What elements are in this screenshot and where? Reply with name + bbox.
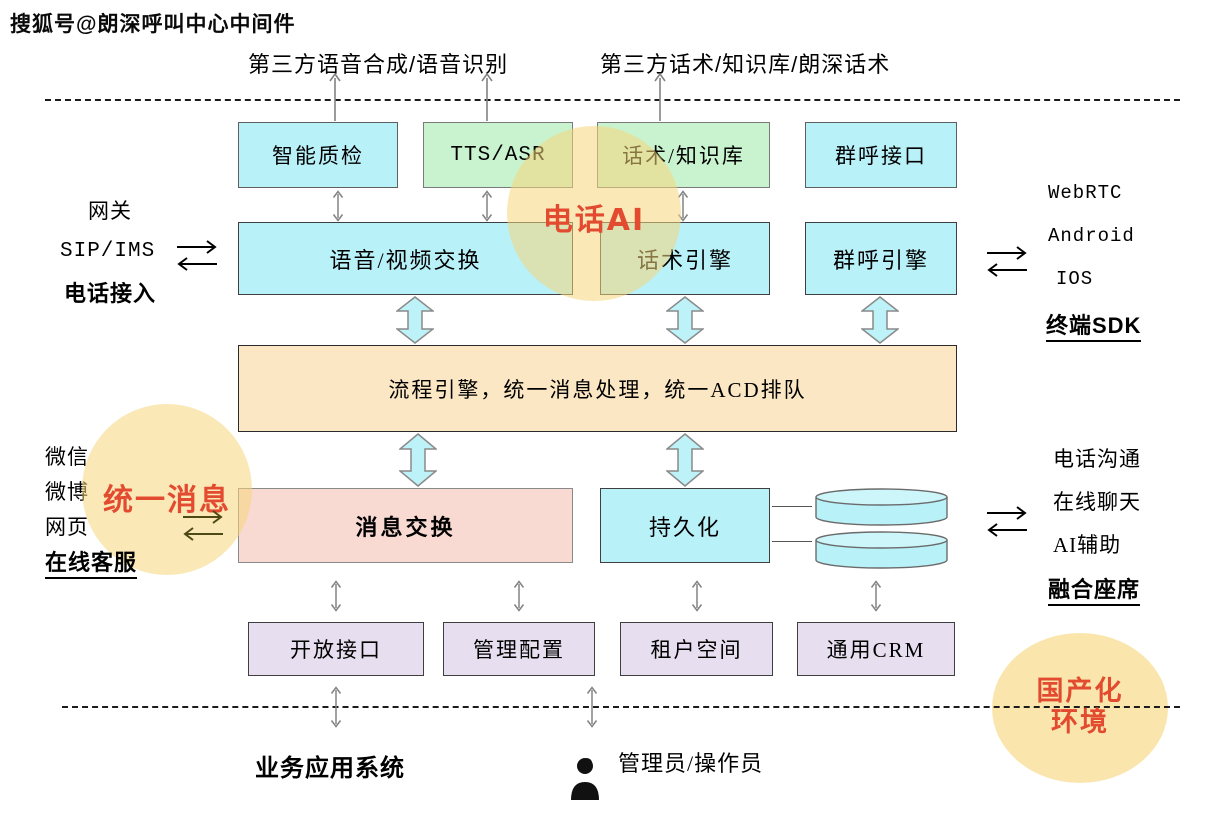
badge-domestic-env-line1: 国产化 [1036,676,1124,707]
label-weibo: 微博 [45,480,89,504]
label-ios: IOS [1056,268,1094,290]
block-arrow-groupcall-band [861,296,899,344]
database-cylinder-2 [815,531,948,569]
exchange-arrows-terminal-sdk [987,246,1027,277]
label-online-chat: 在线聊天 [1053,490,1141,514]
box-script-kb-label: 话术/知识库 [622,144,745,168]
top-dashed-boundary [45,99,1180,101]
top-left-title: 第三方语音合成/语音识别 [248,52,509,77]
v-arrow-tts-switch [481,190,493,222]
db-connector-1 [772,506,812,507]
box-script-engine-label: 话术引擎 [636,247,733,273]
label-admin-operator: 管理员/操作员 [618,751,764,776]
box-open-api-label: 开放接口 [290,638,382,662]
exchange-arrows-online-service [183,510,223,541]
badge-unified-message: 统一消息 [103,483,231,518]
v-arrow-admin-config [513,580,525,612]
box-media-switch-label: 语音/视频交换 [329,247,482,273]
box-script-kb: 话术/知识库 [597,122,770,188]
box-message-exchange: 消息交换 [238,488,573,563]
v-arrow-generic-crm [870,580,882,612]
block-arrow-band-persistence [666,433,704,487]
box-tenant-space: 租户空间 [620,622,773,676]
exchange-arrows-phone-access [177,240,217,271]
label-fusion-agent: 融合座席 [1048,577,1141,606]
bottom-dashed-boundary [62,706,1180,708]
box-group-call-api-label: 群呼接口 [835,144,927,168]
person-icon [571,758,599,800]
v-arrow-business-app [330,686,342,728]
box-persistence-label: 持久化 [648,514,721,540]
box-persistence: 持久化 [600,488,770,563]
label-business-app: 业务应用系统 [255,755,405,782]
v-arrow-tenant-space [691,580,703,612]
database-cylinder-1 [815,488,948,526]
db-connector-2 [772,541,812,542]
badge-domestic-env: 国产化 环境 [992,676,1168,738]
box-generic-crm-label: 通用CRM [826,638,926,662]
watermark: 搜狐号@朗深呼叫中心中间件 [10,13,296,36]
badge-phone-ai: 电话AI [542,203,646,238]
box-group-call-engine-label: 群呼引擎 [832,247,929,273]
label-terminal-sdk: 终端SDK [1046,313,1142,342]
box-admin-config: 管理配置 [443,622,595,676]
box-tts-asr: TTS/ASR [423,122,573,188]
label-web: 网页 [45,515,89,539]
box-open-api: 开放接口 [248,622,424,676]
box-tts-asr-label: TTS/ASR [450,143,546,167]
v-arrow-admin-operator [586,686,598,728]
label-phone-comm: 电话沟通 [1053,447,1141,471]
label-android: Android [1048,225,1135,247]
box-message-exchange-label: 消息交换 [355,514,456,540]
box-group-call-api: 群呼接口 [805,122,957,188]
label-gateway: 网关 [88,199,132,223]
label-ai-assist: AI辅助 [1053,533,1122,557]
box-quality-inspection-label: 智能质检 [272,144,364,168]
up-arrow-quality [329,72,341,121]
box-group-call-engine: 群呼引擎 [805,222,957,295]
label-sip-ims: SIP/IMS [60,240,156,263]
up-arrow-script-kb [654,72,666,121]
block-arrow-script-band [666,296,704,344]
label-webrtc: WebRTC [1048,182,1123,204]
box-generic-crm: 通用CRM [797,622,955,676]
up-arrow-tts [481,72,493,121]
block-arrow-band-message [399,433,437,487]
box-tenant-space-label: 租户空间 [650,638,743,662]
top-right-title: 第三方话术/知识库/朗深话术 [600,52,891,77]
badge-domestic-env-line2: 环境 [1051,707,1109,739]
block-arrow-switch-band [396,296,434,344]
box-admin-config-label: 管理配置 [473,638,565,662]
label-online-service: 在线客服 [45,550,138,579]
label-wechat: 微信 [45,445,89,469]
v-arrow-open-api [330,580,342,612]
core-band: 流程引擎，统一消息处理，统一ACD排队 [238,345,957,432]
exchange-arrows-fusion-agent [987,506,1027,537]
label-phone-access: 电话接入 [64,281,157,306]
box-quality-inspection: 智能质检 [238,122,398,188]
v-arrow-quality-switch [332,190,344,222]
core-band-label: 流程引擎，统一消息处理，统一ACD排队 [388,377,807,402]
